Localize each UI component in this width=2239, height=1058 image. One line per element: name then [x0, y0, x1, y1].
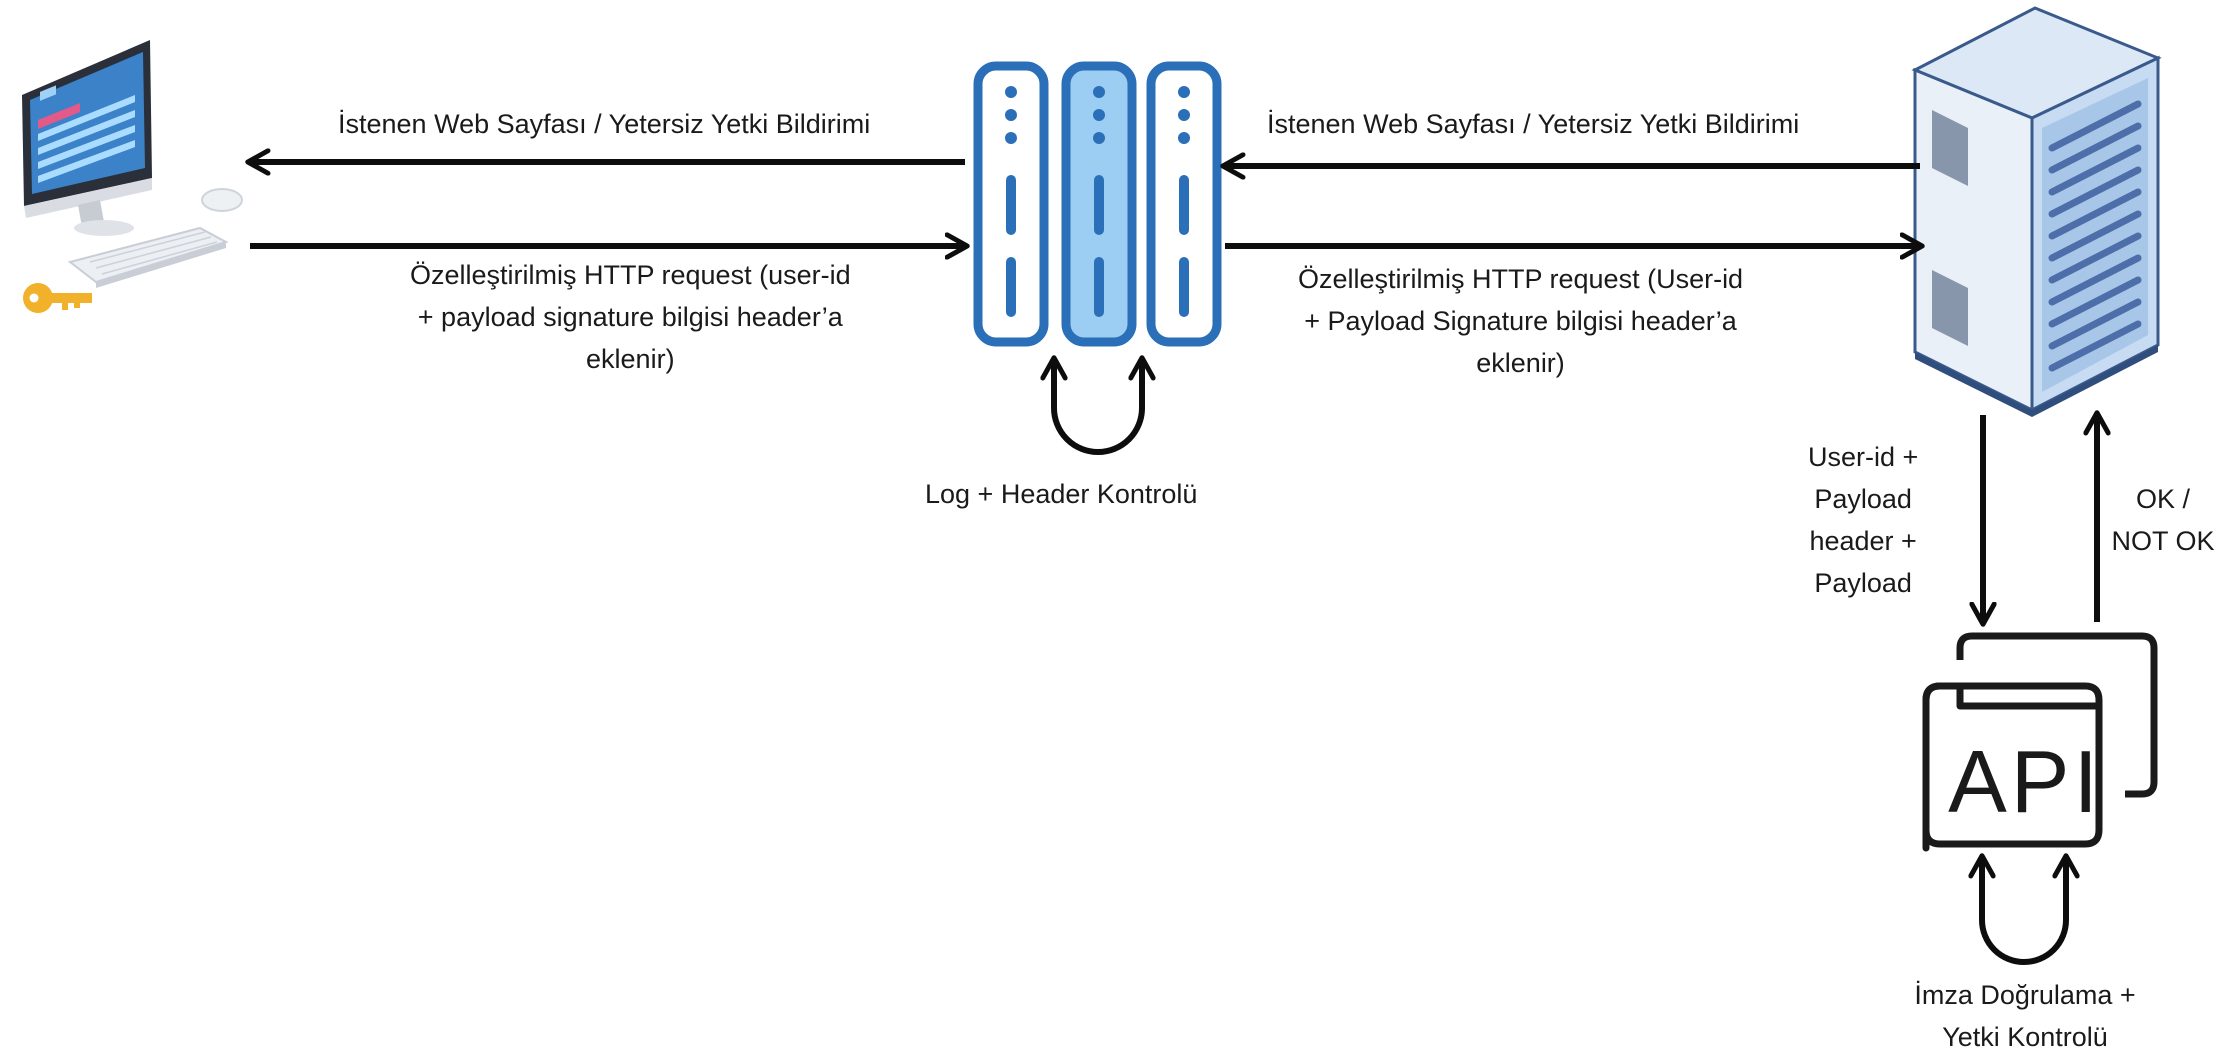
request-label-left-line: + payload signature bilgisi header’a [417, 302, 843, 332]
api-loop-label-line: İmza Doğrulama + [1914, 980, 2136, 1010]
from-api-label-line: NOT OK [2111, 526, 2215, 556]
desktop-computer-icon [22, 40, 243, 288]
response-label-right-text: İstenen Web Sayfası / Yetersiz Yetki Bil… [1267, 109, 1800, 139]
response-label-left: İstenen Web Sayfası / Yetersiz Yetki Bil… [338, 103, 870, 145]
to-api-label-line: Payload [1814, 568, 1912, 598]
from-api-label-line: OK / [2135, 484, 2190, 514]
api-folder-icon [1922, 632, 2158, 852]
api-loop-label-line: Yetki Kontrolü [1942, 1022, 2108, 1052]
request-label-left-line: eklenir) [586, 344, 675, 374]
key-icon [23, 283, 92, 313]
response-label-left-text: İstenen Web Sayfası / Yetersiz Yetki Bil… [338, 109, 871, 139]
from-api-label: OK / NOT OK [2098, 478, 2228, 562]
proxy-server-icon [973, 61, 1222, 347]
server-rack-icon [1911, 6, 2162, 417]
api-loop-label: İmza Doğrulama + Yetki Kontrolü [1900, 974, 2150, 1058]
response-label-right: İstenen Web Sayfası / Yetersiz Yetki Bil… [1267, 103, 1799, 145]
api-label: API [1948, 732, 2102, 831]
request-label-left-line: Özelleştirilmiş HTTP request (user-id [410, 260, 851, 290]
proxy-loop-label-text: Log + Header Kontrolü [925, 479, 1198, 509]
request-label-right-line: eklenir) [1476, 348, 1565, 378]
api-loop-arrow [1982, 858, 2066, 965]
to-api-label-line: Payload [1814, 484, 1912, 514]
to-api-label-line: User-id + [1808, 442, 1919, 472]
request-label-right-line: Özelleştirilmiş HTTP request (User-id [1298, 264, 1744, 294]
to-api-label-line: header + [1809, 526, 1917, 556]
request-label-right: Özelleştirilmiş HTTP request (User-id + … [1298, 258, 1743, 384]
proxy-loop-arrow [1054, 360, 1142, 455]
request-label-left: Özelleştirilmiş HTTP request (user-id + … [410, 254, 851, 380]
request-label-right-line: + Payload Signature bilgisi header’a [1304, 306, 1737, 336]
to-api-label: User-id + Payload header + Payload [1808, 436, 1918, 604]
proxy-loop-label: Log + Header Kontrolü [925, 473, 1197, 515]
